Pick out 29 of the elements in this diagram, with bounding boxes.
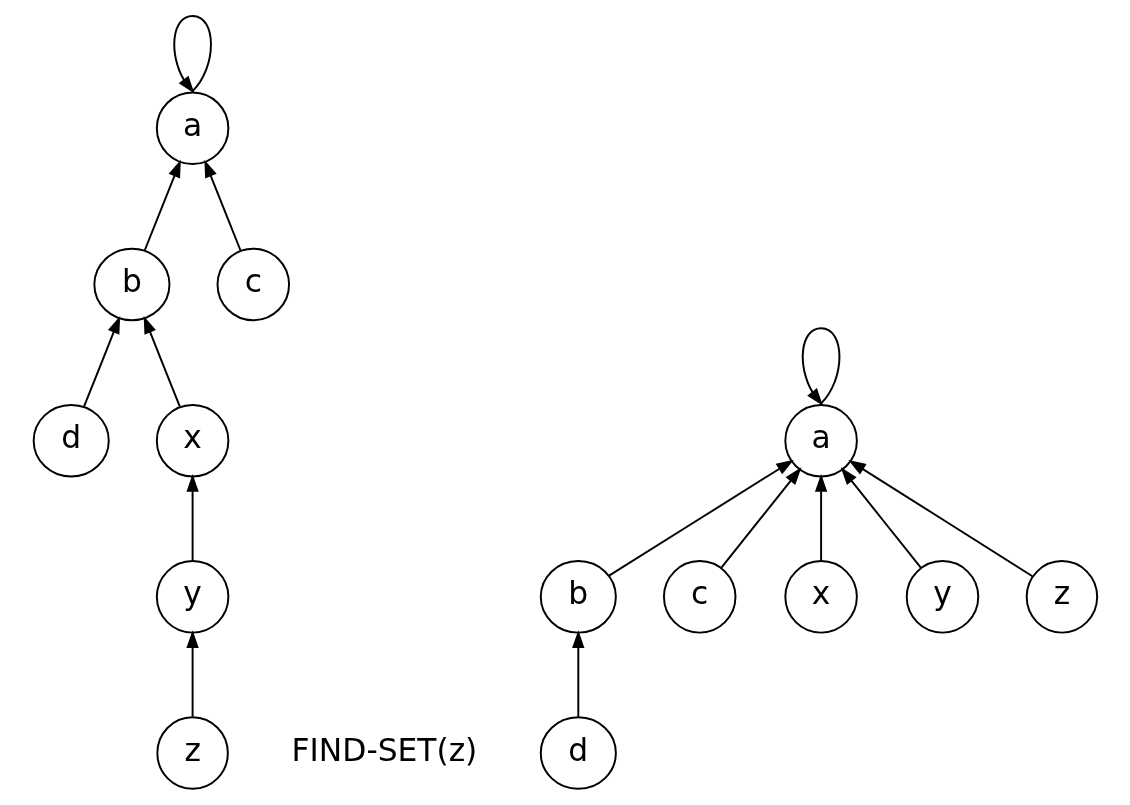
node-circle: c: [216, 247, 290, 322]
arrow: [143, 315, 181, 408]
arrow: [203, 159, 241, 252]
node-circle: a: [155, 91, 229, 166]
node-circle: z: [1025, 560, 1098, 634]
arrow: [143, 159, 181, 252]
arrow: [814, 474, 827, 562]
node-circle: d: [32, 403, 110, 478]
node-circle: b: [539, 560, 617, 634]
arrow: [847, 459, 1033, 578]
node-circle: x: [783, 560, 858, 634]
node-circle: c: [662, 560, 736, 634]
arrow: [172, 14, 212, 94]
arrow: [801, 327, 840, 406]
label: FIND-SET(z): [291, 731, 477, 768]
node-circle: a: [783, 403, 858, 478]
arrow: [607, 459, 794, 577]
node-circle: y: [905, 560, 979, 634]
arrow: [185, 474, 199, 562]
arrow: [571, 630, 584, 718]
arrow: [840, 467, 922, 569]
arrow: [719, 467, 801, 569]
arrow: [185, 630, 199, 718]
node-circle: d: [539, 716, 617, 790]
node-circle: y: [155, 560, 229, 634]
node-circle: z: [155, 716, 229, 790]
arrow: [82, 315, 120, 408]
node-circle: x: [155, 403, 229, 478]
node-circle: b: [92, 247, 170, 322]
